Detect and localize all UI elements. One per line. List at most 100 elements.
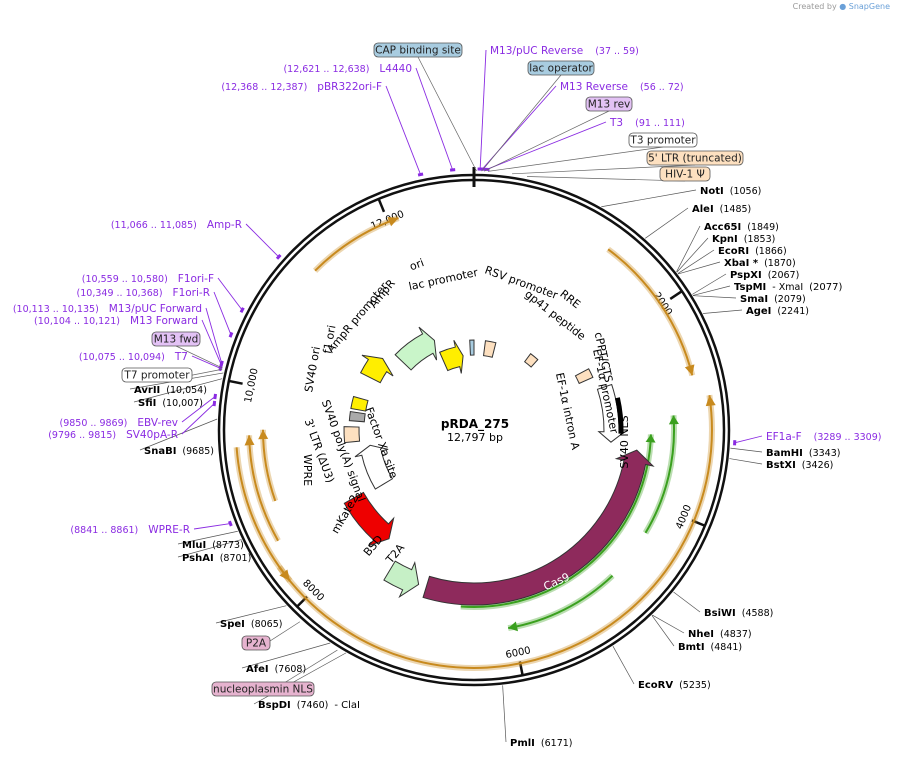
- primer-name: EBV-rev: [137, 417, 178, 429]
- primer-leader: [191, 355, 221, 369]
- site-extra: - ClaI: [334, 700, 360, 711]
- primer-name: M13/pUC Forward: [109, 303, 202, 315]
- feature-label-ori: ori: [408, 256, 426, 273]
- tick-mark: [228, 379, 243, 385]
- orf-arc: [508, 574, 614, 630]
- site-leader: [703, 309, 743, 314]
- box-label-text: P2A: [246, 638, 267, 650]
- primer-range: (10,349 .. 10,368): [77, 288, 163, 299]
- created-by-text: Created by: [792, 2, 837, 11]
- primer-leader: [205, 307, 223, 364]
- orf-arrowhead: [684, 364, 695, 376]
- site-name: TspMI: [734, 282, 766, 293]
- primer-label: (10,113 .. 10,135) M13/pUC Forward: [13, 303, 202, 315]
- primer-label: (9850 .. 9869)EBV-rev: [60, 417, 179, 429]
- primer-range: (37 .. 59): [595, 46, 639, 57]
- primer-range: (12,368 .. 12,387): [221, 82, 307, 93]
- site-position: (1866): [755, 246, 787, 257]
- primer-range: (10,075 .. 10,094): [79, 352, 165, 363]
- box-label-text: nucleoplasmin NLS: [213, 684, 313, 696]
- primer-leader: [385, 85, 421, 175]
- primer-label: M13/pUC Reverse (37 .. 59): [490, 45, 639, 57]
- orf-arrowhead: [508, 621, 519, 632]
- orf-arrowhead: [244, 435, 255, 446]
- orf-arrowhead: [258, 429, 269, 440]
- primer-name: M13/pUC Reverse: [490, 45, 583, 57]
- primer-mark: [228, 331, 234, 338]
- site-leader: [651, 615, 675, 647]
- site-extra: (2077): [809, 282, 842, 293]
- box-label-text: M13 rev: [588, 99, 631, 111]
- site-position: (7460): [297, 700, 329, 711]
- site-name: SmaI: [740, 294, 768, 305]
- site-leader: [692, 273, 727, 295]
- feature-label-t2a: T2A: [383, 541, 408, 567]
- primer-mark: [417, 172, 424, 177]
- site-name: AgeI: [746, 306, 771, 317]
- tick-mark: [669, 290, 683, 300]
- primer-label: EF1a-F(3289 .. 3309): [766, 431, 881, 443]
- ampr-arrow: [394, 326, 438, 371]
- site-leader: [612, 646, 635, 685]
- orf-arrowhead: [279, 569, 290, 581]
- primer-leader: [415, 67, 454, 171]
- primer-mark: [213, 393, 217, 400]
- box-label-text: 5' LTR (truncated): [648, 153, 742, 165]
- site-name: SpeI: [220, 619, 245, 630]
- orf-glow: [606, 246, 696, 377]
- site-position: - XmaI: [772, 282, 803, 293]
- box-label-bg: [373, 42, 463, 58]
- site-name: NotI: [700, 186, 724, 197]
- primer-range: (8841 .. 8861): [70, 525, 138, 536]
- site-leader: [730, 447, 763, 453]
- primer-leader: [213, 291, 232, 335]
- site-name: KpnI: [712, 234, 738, 245]
- site-position: (10,054): [166, 385, 207, 396]
- primer-range: (11,066 .. 11,085): [111, 220, 197, 231]
- primer-leader: [201, 319, 222, 365]
- orf-arc: [248, 435, 279, 542]
- site-label: PspXI(2067): [730, 270, 799, 281]
- site-name: PmlI: [510, 738, 535, 749]
- site-name: BspDI: [258, 700, 291, 711]
- plasmid-name: pRDA_275: [441, 417, 509, 432]
- orf-arcs: [233, 215, 716, 671]
- orf-arc: [460, 434, 652, 608]
- primer-range: (10,113 .. 10,135): [13, 304, 99, 315]
- plasmid-size: 12,797 bp: [447, 431, 503, 444]
- box-leader: [487, 146, 664, 172]
- rre-box: [523, 353, 539, 368]
- site-position: (4837): [720, 629, 752, 640]
- site-label: NotI(1056): [700, 186, 761, 197]
- primer-label: M13 Reverse(56 .. 72): [560, 81, 684, 93]
- primer-mark: [275, 253, 282, 260]
- site-label: KpnI(1853): [712, 234, 775, 245]
- site-label: MluI(8773): [182, 540, 244, 551]
- bsd-arrow: [383, 560, 420, 599]
- site-name: BmtI: [678, 642, 705, 653]
- ltr5-box: [482, 340, 497, 358]
- box-leader: [511, 164, 696, 175]
- primer-range: (10,104 .. 10,121): [34, 316, 120, 327]
- site-leader: [677, 249, 715, 274]
- site-label: BspDI (7460) - ClaI: [258, 700, 360, 711]
- box-label-text: CAP binding site: [375, 45, 461, 57]
- ltr3-box: [343, 426, 361, 444]
- primer-label: (12,621 .. 12,638)L4440: [283, 63, 412, 75]
- site-name: AvrII: [134, 385, 160, 396]
- site-label: TspMI - XmaI (2077): [734, 282, 842, 293]
- f1-ori-arrow: [359, 354, 394, 384]
- site-name: PshAI: [182, 553, 214, 564]
- site-label: NheI(4837): [688, 629, 752, 640]
- box-leader: [175, 345, 223, 369]
- box-label-bg: [628, 132, 698, 148]
- primer-label: T3(91 .. 111): [609, 117, 685, 129]
- primer-label: (10,559 .. 10,580)F1ori-F: [82, 273, 214, 285]
- site-leader: [645, 207, 689, 239]
- primer-label: (10,075 .. 10,094)T7: [79, 351, 188, 363]
- primer-name: WPRE-R: [148, 524, 190, 536]
- feature-label-f1-ori: f1 ori: [321, 324, 339, 355]
- box-label-bg: [211, 681, 315, 697]
- site-position: (2241): [777, 306, 809, 317]
- site-position: (5235): [679, 680, 711, 691]
